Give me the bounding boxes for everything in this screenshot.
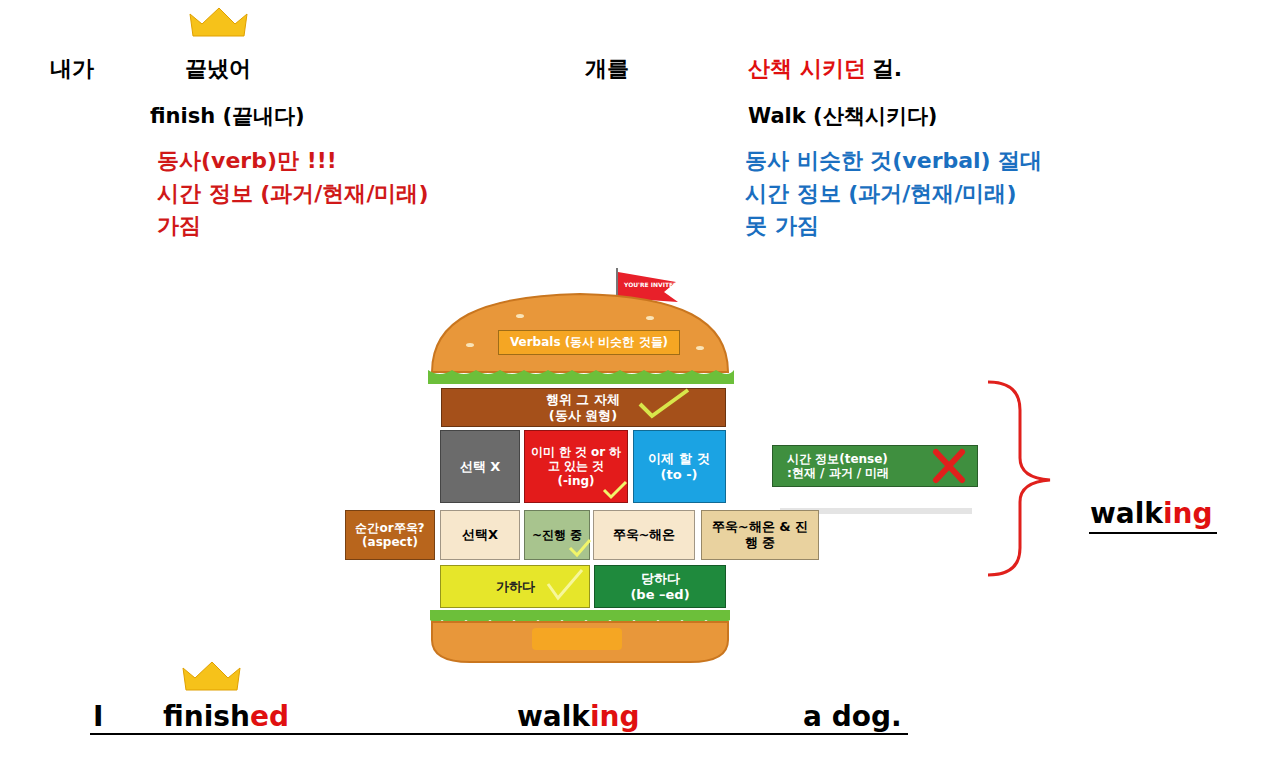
text-label: 동사 비슷한 것(verbal) 절대	[745, 148, 1042, 174]
text-label: Walk (산책시키다)	[748, 104, 937, 129]
text-label: 가짐	[157, 213, 201, 239]
box-text: 가하다	[496, 579, 535, 595]
text-label: finish	[163, 700, 250, 734]
brace	[988, 382, 1050, 575]
sesame	[516, 314, 524, 318]
bottom-bun	[432, 622, 728, 662]
text-label: 산책 시키던	[748, 56, 866, 82]
verbal-box: 순간or쭈욱?(aspect)	[345, 510, 435, 560]
verbal-box: Verbals (동사 비슷한 것들)	[498, 330, 680, 355]
text-label: 동사(verb)만 !!!	[157, 148, 337, 174]
box-text: 쭈욱~해온 & 진행 중	[706, 519, 814, 550]
box-text: 이제 할 것	[648, 451, 709, 467]
text-label: ed	[250, 700, 289, 734]
text-label: walk	[1090, 497, 1163, 531]
verbal-box: 선택X	[440, 510, 520, 560]
box-text: 이미 한 것 or 하고 있는 것	[529, 445, 623, 474]
box-text: 쭈욱~해온	[613, 527, 676, 543]
box-text: Verbals (동사 비슷한 것들)	[510, 335, 668, 349]
box-text: 선택 X	[460, 459, 501, 475]
box-text: (-ing)	[557, 474, 594, 488]
underline	[1089, 532, 1217, 534]
box-text: ~진행 중	[532, 528, 582, 542]
text-label: ing	[590, 700, 640, 734]
text-label: finish (끝내다)	[150, 104, 305, 129]
bun-inner	[532, 628, 622, 650]
underline	[90, 733, 908, 735]
verbal-box: 쭈욱~해온	[593, 510, 695, 560]
box-text: 순간or쭈욱?	[355, 521, 424, 535]
text-label: walk	[517, 700, 590, 734]
box-text: 당하다	[641, 571, 680, 587]
sesame	[646, 316, 654, 320]
lettuce	[428, 370, 734, 384]
text-label: YOU'RE INVITED	[624, 281, 678, 288]
crown-icon	[183, 662, 240, 690]
sesame	[466, 343, 474, 347]
top-bun	[432, 294, 728, 372]
box-text: (to -)	[661, 467, 698, 483]
sesame	[696, 346, 704, 350]
text-label: 시간 정보 (과거/현재/미래)	[157, 181, 429, 207]
text-label: a dog.	[803, 700, 902, 734]
text-label: 못 가짐	[745, 213, 819, 239]
verbal-box: 당하다(be –ed)	[594, 565, 726, 608]
text-label: ing	[1163, 497, 1213, 531]
text-label: 걸.	[872, 56, 902, 82]
box-text: 선택X	[462, 527, 498, 543]
box-text: (aspect)	[362, 535, 418, 549]
crown-icon	[190, 8, 247, 36]
verbal-box: 이미 한 것 or 하고 있는 것(-ing)	[524, 430, 628, 503]
verbal-box: 쭈욱~해온 & 진행 중	[701, 510, 819, 560]
text-label: 개를	[585, 56, 629, 82]
verbal-box: 이제 할 것(to -)	[633, 430, 726, 503]
box-text: (be –ed)	[630, 587, 689, 603]
box-text: (동사 원형)	[549, 408, 617, 424]
text-label: 내가	[50, 56, 94, 82]
box-text: 시간 정보(tense)	[787, 452, 888, 466]
text-label: I	[93, 700, 103, 734]
box-text: 행위 그 자체	[546, 392, 620, 408]
box-text: :현재 / 과거 / 미래	[787, 466, 889, 480]
verbal-box: 선택 X	[440, 430, 520, 503]
text-label: 끝냈어	[185, 56, 251, 82]
text-label: 시간 정보 (과거/현재/미래)	[745, 181, 1017, 207]
